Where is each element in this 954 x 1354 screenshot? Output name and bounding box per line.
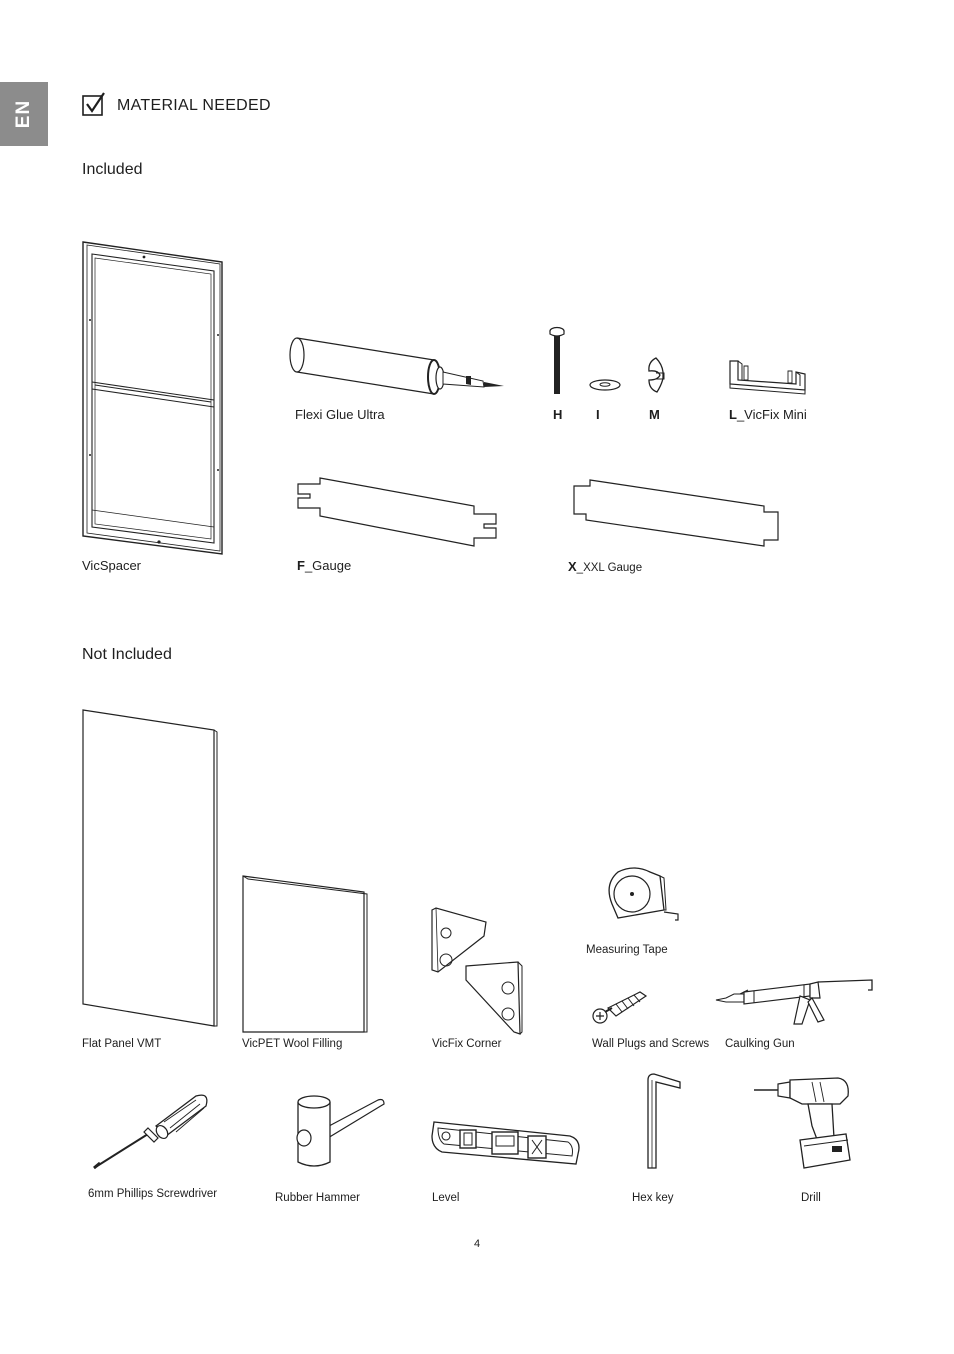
checkbox-icon [82, 92, 105, 116]
label-hexkey: Hex key [632, 1192, 674, 1204]
caulking-gun-illustration [715, 979, 873, 1025]
label-tape: Measuring Tape [586, 944, 668, 956]
bolt-h-illustration [549, 326, 565, 394]
not-included-title: Not Included [82, 646, 172, 663]
screwdriver-illustration [93, 1094, 208, 1170]
rubber-hammer-illustration [296, 1095, 385, 1167]
vicfix-corner-illustration [431, 907, 523, 1035]
label-xxl-gauge: X_XXL Gauge [568, 559, 642, 574]
glue-tube-illustration [289, 337, 504, 395]
label-screwdriver: 6mm Phillips Screwdriver [88, 1188, 218, 1200]
label-hammer: Rubber Hammer [275, 1192, 360, 1204]
wing-nut-m-illustration [648, 357, 665, 393]
label-vicfix-mini-code: L [729, 407, 737, 422]
drill-illustration [754, 1077, 851, 1169]
label-wool: VicPET Wool Filling [242, 1038, 343, 1050]
label-flat-panel: Flat Panel VMT [82, 1038, 162, 1050]
language-tab-label: EN [13, 99, 34, 129]
label-xxl-gauge-code: X [568, 559, 577, 574]
label-level: Level [432, 1192, 460, 1204]
label-plugs: Wall Plugs and Screws [592, 1038, 710, 1050]
label-xxl-gauge-name: _XXL Gauge [576, 562, 643, 574]
included-title: Included [82, 161, 143, 178]
label-gauge-name: _Gauge [304, 558, 352, 573]
label-caulking: Caulking Gun [725, 1038, 795, 1050]
label-glue: Flexi Glue Ultra [295, 407, 385, 422]
wall-plugs-illustration [592, 991, 648, 1024]
level-illustration [431, 1121, 580, 1165]
label-drill: Drill [801, 1192, 821, 1204]
page-title: MATERIAL NEEDED [117, 97, 271, 114]
gauge-xxl-illustration [573, 479, 779, 547]
washer-i-illustration [589, 379, 621, 391]
flat-panel-illustration [82, 709, 218, 1027]
label-i: I [596, 407, 600, 422]
label-gauge: F_Gauge [297, 558, 351, 573]
gauge-f-illustration [297, 477, 497, 547]
wool-filling-illustration [242, 875, 368, 1033]
vicfix-mini-illustration [729, 360, 806, 395]
measuring-tape-illustration [608, 867, 679, 921]
label-corner: VicFix Corner [432, 1038, 502, 1050]
label-vicfix-mini: L_VicFix Mini [729, 407, 807, 422]
page-number: 4 [473, 1238, 481, 1250]
label-m: M [649, 407, 660, 422]
vicspacer-illustration [82, 241, 223, 555]
language-tab: EN [0, 82, 48, 146]
label-vicspacer: VicSpacer [82, 558, 142, 573]
hex-key-illustration [647, 1073, 681, 1169]
label-vicfix-mini-name: _VicFix Mini [736, 407, 807, 422]
label-h: H [553, 407, 563, 422]
label-gauge-code: F [297, 558, 305, 573]
